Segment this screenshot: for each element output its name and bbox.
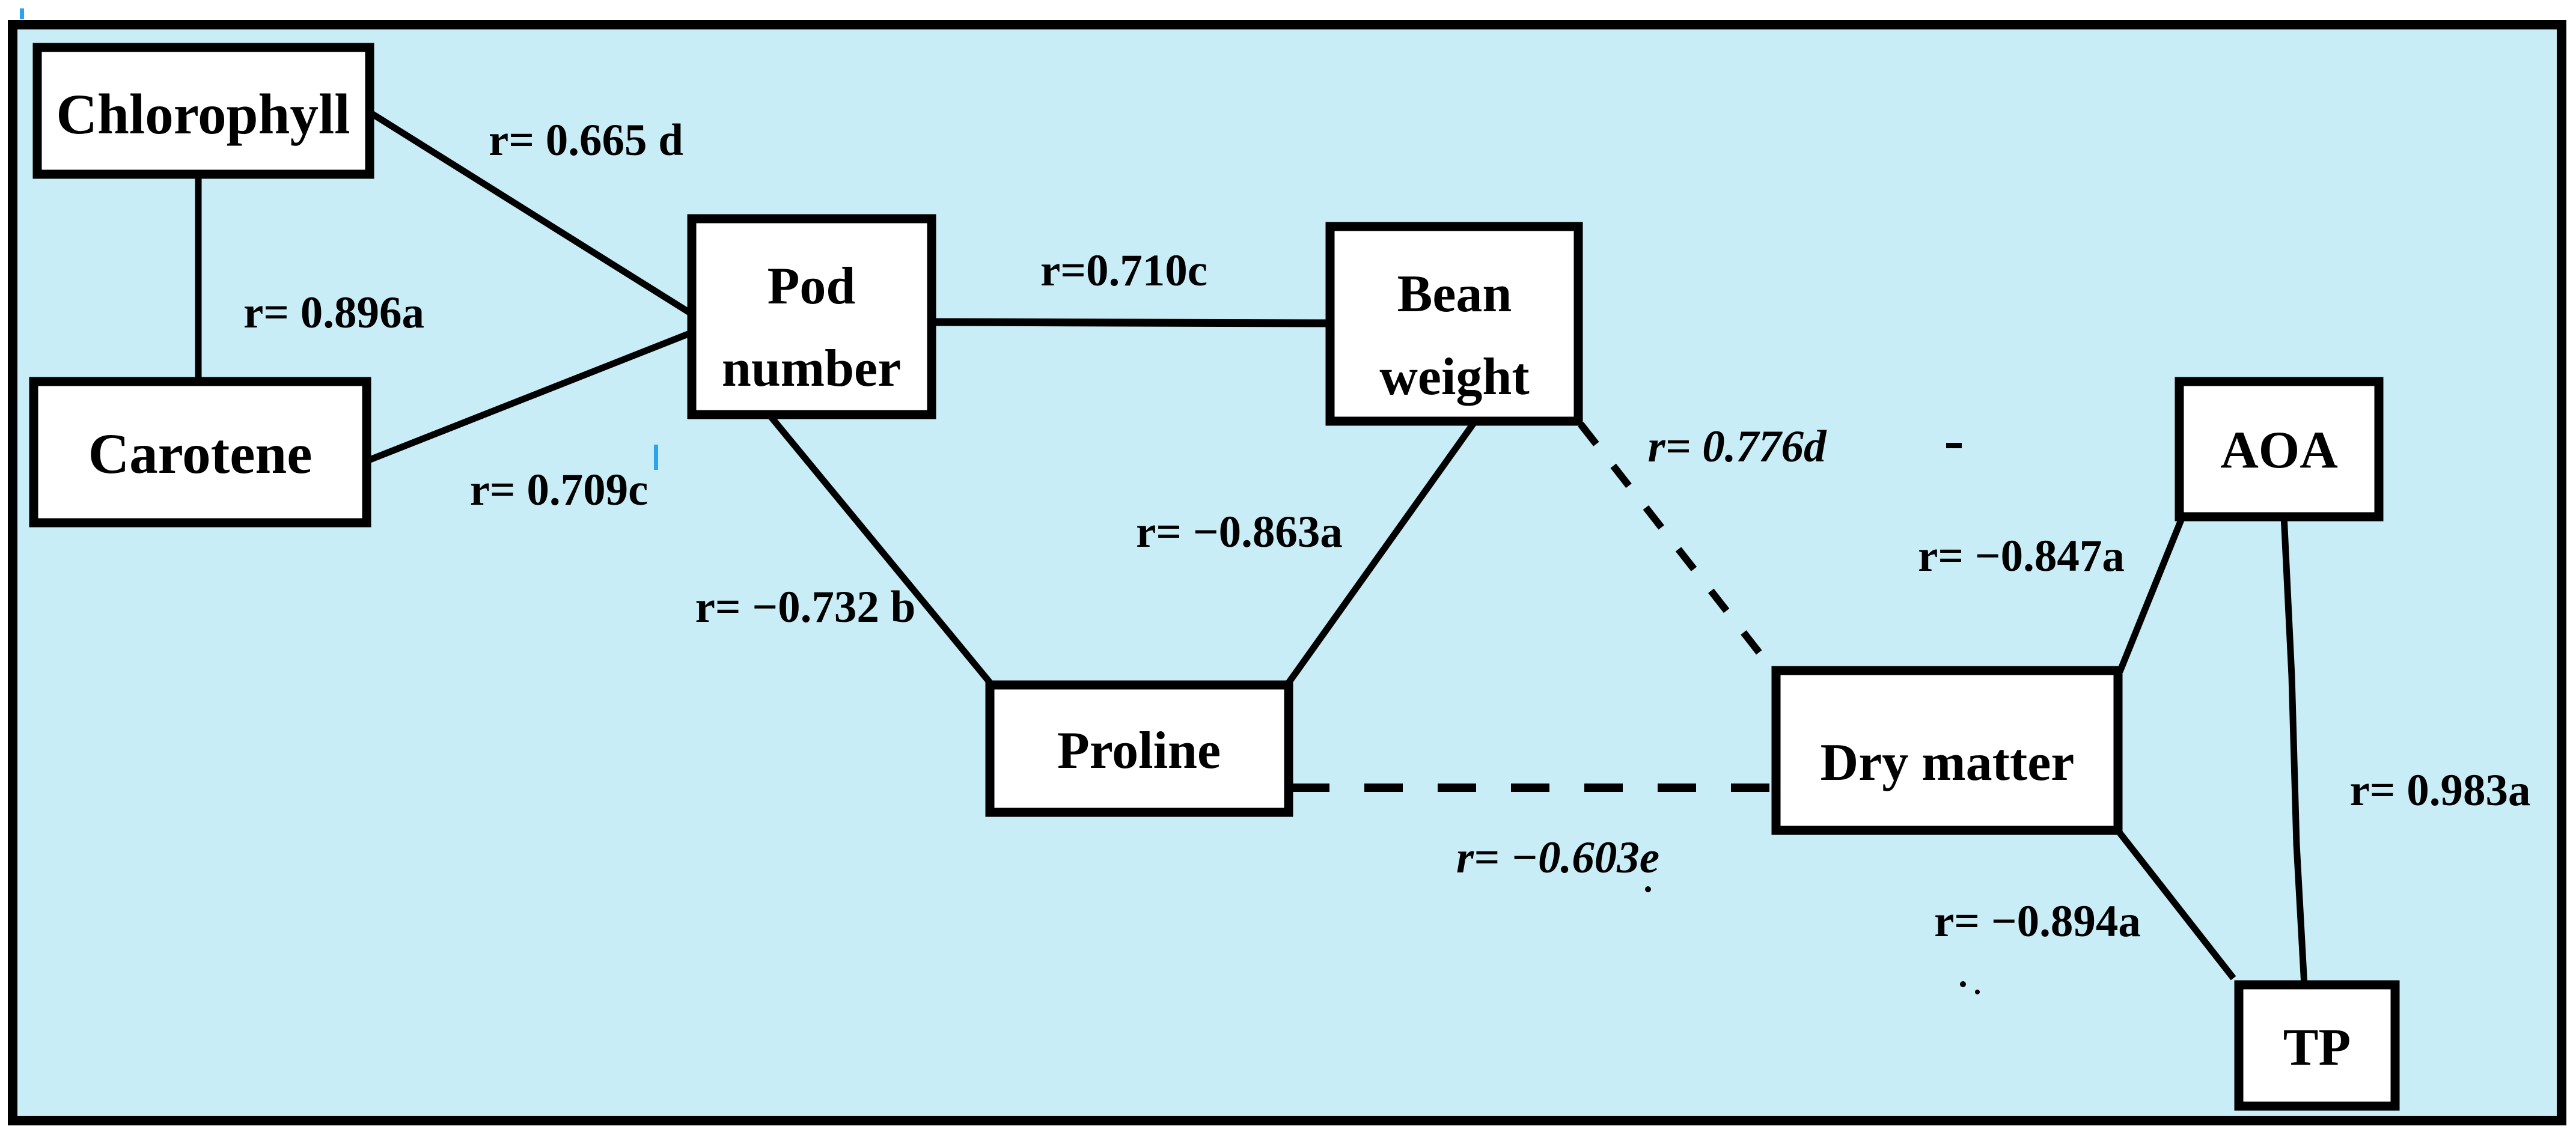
- edge-dry-matter-tp: [2114, 827, 2236, 981]
- node-carotene: Carotene: [29, 377, 371, 528]
- node-bean-weight-box: [1325, 222, 1583, 426]
- node-aoa: AOA: [2175, 377, 2384, 522]
- node-proline-box: [985, 680, 1293, 817]
- node-aoa-box: [2175, 377, 2384, 522]
- node-carotene-label: Carotene: [88, 422, 313, 485]
- edge-label-chlorophyll-pod-number: r= 0.665 d: [489, 115, 683, 165]
- edge-label-chlorophyll-carotene: r= 0.896a: [243, 288, 424, 338]
- blue-tick-artifact-mid-left: [654, 445, 658, 470]
- speck-under-r-0894-2: [1975, 990, 1980, 994]
- node-tp-label: TP: [2283, 1018, 2351, 1077]
- speck-under-r-0894-1: [1960, 981, 1966, 987]
- speck-under-r-0603: [1645, 886, 1651, 892]
- edge-label-aoa-tp: r= 0.983a: [2349, 765, 2530, 815]
- edge-pod-number-bean-weight: [930, 318, 1332, 327]
- node-chlorophyll: Chlorophyll: [32, 43, 374, 179]
- edge-label-pod-number-proline: r= −0.732 b: [695, 582, 916, 632]
- edge-pod-number-proline: [765, 411, 996, 689]
- node-bean-weight: Bean weight: [1325, 222, 1583, 426]
- node-dry-matter-label: Dry matter: [1821, 734, 2075, 792]
- node-bean-weight-label-line1: Bean: [1397, 265, 1512, 323]
- edge-aoa-tp: [2280, 515, 2308, 987]
- node-aoa-label: AOA: [2220, 421, 2338, 479]
- node-dry-matter: Dry matter: [1771, 666, 2123, 835]
- node-chlorophyll-label: Chlorophyll: [56, 82, 350, 146]
- node-pod-number-label-line1: Pod: [768, 257, 856, 315]
- node-tp-box: [2234, 980, 2400, 1111]
- edge-label-bean-weight-proline: r= −0.863a: [1136, 507, 1343, 557]
- edge-label-proline-dry-matter: r= −0.603e: [1456, 833, 1659, 883]
- edge-chlorophyll-pod-number: [366, 108, 696, 318]
- node-pod-number: Pod number: [687, 214, 936, 419]
- node-pod-number-box: [687, 214, 936, 419]
- node-bean-weight-label-line2: weight: [1379, 348, 1529, 406]
- edge-label-dry-matter-aoa: r= −0.847a: [1918, 531, 2125, 581]
- edge-label-bean-weight-dry-matter: r= 0.776d: [1648, 422, 1827, 472]
- edge-bean-weight-proline: [1283, 418, 1479, 689]
- blue-tick-artifact-top-left: [20, 8, 24, 19]
- node-dry-matter-box: [1771, 666, 2123, 835]
- node-proline-label: Proline: [1057, 722, 1221, 780]
- edge-label-carotene-pod-number: r= 0.709c: [470, 465, 649, 515]
- node-pod-number-label-line2: number: [722, 339, 901, 398]
- speck-near-aoa: [1946, 443, 1962, 448]
- edge-dry-matter-aoa: [2116, 514, 2187, 674]
- edge-carotene-pod-number: [364, 328, 696, 465]
- node-chlorophyll-box: [32, 43, 374, 179]
- edge-label-dry-matter-tp: r= −0.894a: [1934, 896, 2141, 946]
- node-proline: Proline: [985, 680, 1293, 817]
- figure-border: [8, 20, 2566, 1125]
- node-carotene-box: [29, 377, 371, 528]
- node-tp: TP: [2234, 980, 2400, 1111]
- edge-label-pod-number-bean-weight: r=0.710c: [1040, 246, 1207, 296]
